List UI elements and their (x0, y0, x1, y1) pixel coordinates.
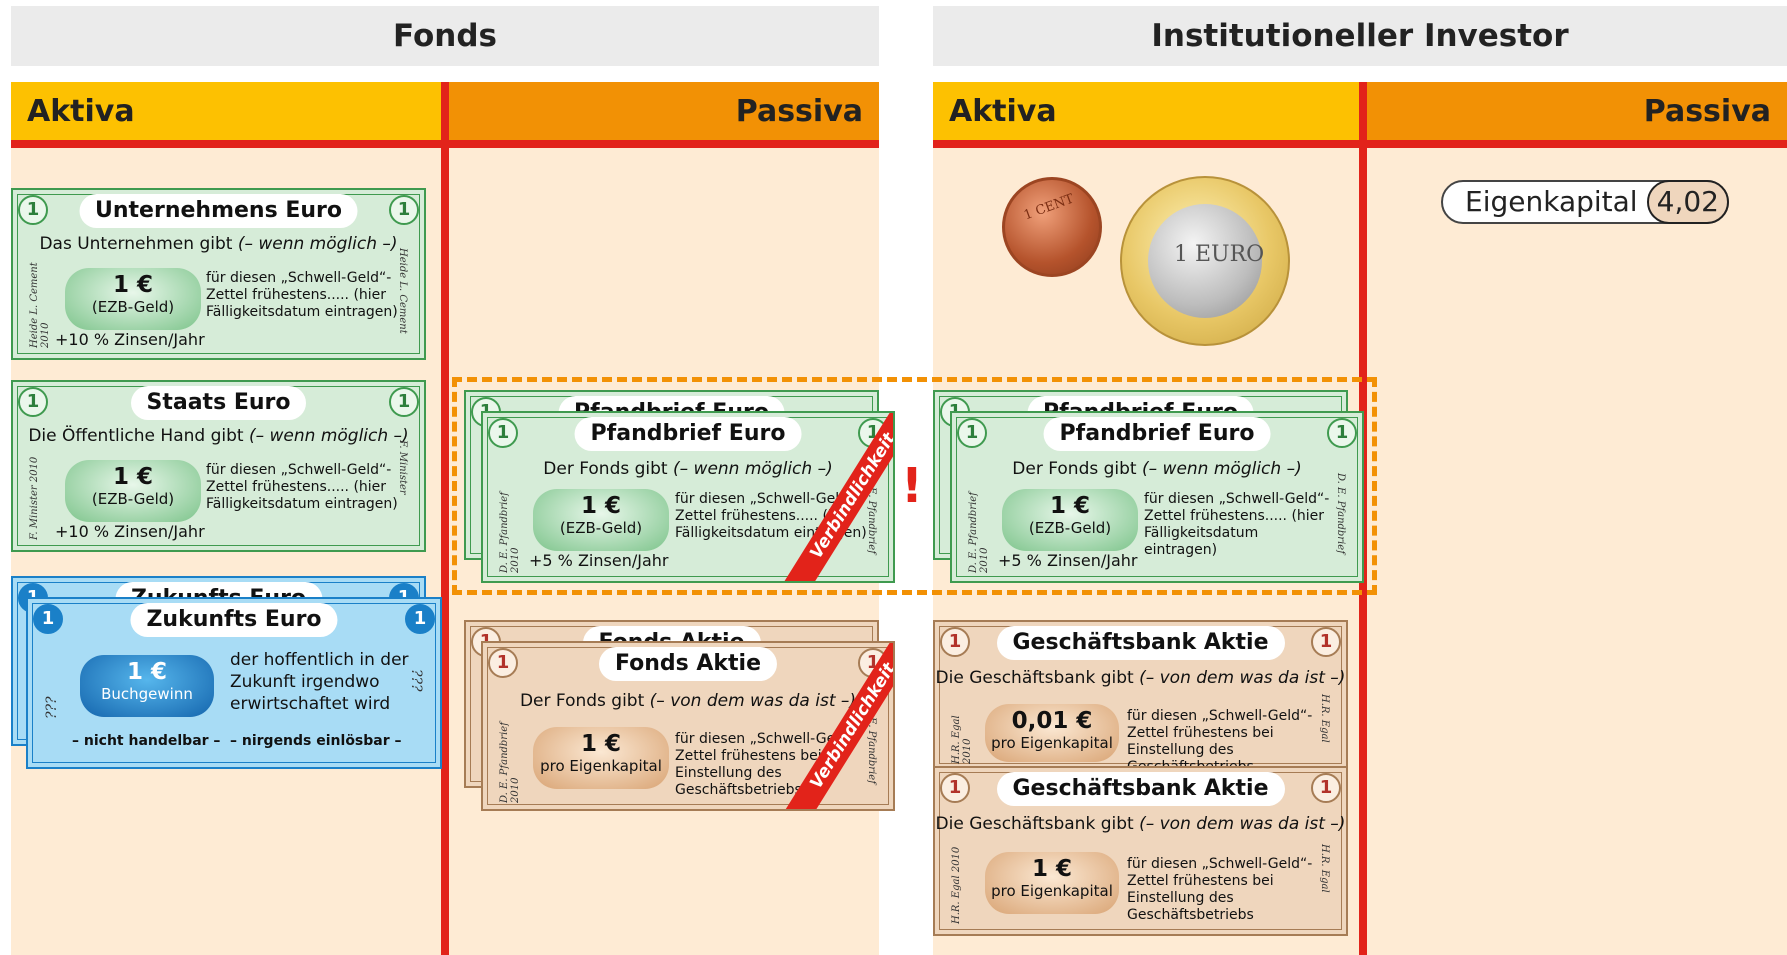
note-footer-left: – nicht handelbar – (72, 733, 221, 749)
note-signature: D. E. Pfandbrief (866, 473, 877, 554)
note-issuer-line: Der Fonds gibt (– wenn möglich –) (543, 459, 833, 479)
note-signature: F. Minister 2010 (29, 456, 40, 540)
investor-passiva-header: Passiva (1366, 82, 1787, 148)
eigenkapital-value: 4,02 (1646, 180, 1729, 224)
note-title: Unternehmens Euro (79, 194, 358, 228)
note-value-pill: 1 €pro Eigenkapital (533, 727, 669, 789)
fonds-divider (441, 82, 449, 955)
note-issuer-line: Der Fonds gibt (– wenn möglich –) (1012, 459, 1302, 479)
note-interest: +10 % Zinsen/Jahr (55, 330, 205, 349)
note-value-pill: 1 €(EZB-Geld) (65, 460, 201, 522)
note-issuer-line: Der Fonds gibt (– von dem was da ist –) (519, 691, 857, 711)
note-title: Geschäftsbank Aktie (996, 772, 1285, 806)
note-interest: +10 % Zinsen/Jahr (55, 522, 205, 541)
exclamation-mark: ! (901, 458, 923, 514)
note-title: Geschäftsbank Aktie (996, 626, 1285, 660)
note-title: Staats Euro (130, 386, 307, 420)
note-value-pill: 1 €(EZB-Geld) (533, 489, 669, 551)
cent-coin-icon: 1 CENT (1002, 177, 1102, 277)
note-signature: H.R. Egal 2010 (951, 846, 962, 924)
note-value-pill: 1 €Buchgewinn (80, 655, 214, 717)
fonds-aktie-note[interactable]: 1 1 Fonds Aktie Der Fonds gibt (– von de… (481, 641, 895, 811)
note-signature: D. E. Pfandbrief (866, 703, 877, 784)
geschaeftsbank-aktie-note[interactable]: 1 1 Geschäftsbank Aktie Die Geschäftsban… (933, 620, 1348, 775)
note-interest: +5 % Zinsen/Jahr (998, 551, 1138, 570)
highlight-dashed-box (452, 377, 1377, 595)
note-number-badge: 1 (488, 418, 518, 448)
note-number-badge: 1 (940, 773, 970, 803)
note-description: für diesen „Schwell-Geld“-Zettel frühest… (206, 462, 398, 512)
note-number-badge: 1 (1311, 773, 1341, 803)
note-signature: D. E. Pfandbrief (1335, 473, 1346, 554)
pfandbrief-note-investor[interactable]: 1 1 Pfandbrief Euro Der Fonds gibt (– we… (950, 411, 1364, 583)
note-number-badge: 1 (389, 195, 419, 225)
note-signature: Heide L. Cement 2010 (29, 262, 51, 348)
note-issuer-line: Die Geschäftsbank gibt (– von dem was da… (935, 814, 1346, 834)
note-number-badge: 1 (18, 195, 48, 225)
note-value-pill: 1 €(EZB-Geld) (1002, 489, 1138, 551)
zukunfts-euro-note[interactable]: 1 1 Zukunfts Euro ??? ??? 1 €Buchgewinn … (26, 597, 442, 769)
note-number-badge: 1 (488, 648, 518, 678)
pfandbrief-note-fonds[interactable]: 1 1 Pfandbrief Euro Der Fonds gibt (– we… (481, 411, 895, 583)
note-title: Pfandbrief Euro (574, 417, 802, 451)
note-description: für diesen „Schwell-Geld“-Zettel frühest… (675, 731, 861, 798)
note-signature: H.R. Egal 2010 (951, 715, 973, 764)
note-signature: ??? (408, 669, 424, 692)
fonds-aktiva-header: Aktiva (11, 82, 442, 148)
fonds-passiva-header: Passiva (448, 82, 879, 148)
note-footer-right: – nirgends einlösbar – (230, 733, 402, 749)
note-title: Zukunfts Euro (130, 603, 338, 637)
note-number-badge: 1 (957, 418, 987, 448)
investor-aktiva-header: Aktiva (933, 82, 1360, 148)
note-title: Fonds Aktie (598, 647, 778, 681)
note-value-pill: 0,01 €pro Eigenkapital (985, 704, 1119, 762)
note-number-badge: 1 (18, 387, 48, 417)
euro-coin-icon: 1 EURO (1120, 176, 1290, 346)
euro-coin-center (1148, 204, 1262, 318)
note-signature: F. Minister (397, 440, 408, 495)
note-issuer-line: Die Öffentliche Hand gibt (– wenn möglic… (28, 426, 409, 446)
staats-euro-note[interactable]: 1 1 Staats Euro Die Öffentliche Hand gib… (11, 380, 426, 552)
note-signature: Heide L. Cement (397, 248, 408, 334)
note-number-badge: 1 (33, 604, 63, 634)
note-value-pill: 1 €pro Eigenkapital (985, 852, 1119, 914)
note-interest: +5 % Zinsen/Jahr (529, 551, 669, 570)
note-description: für diesen „Schwell-Geld“-Zettel frühest… (206, 270, 398, 320)
note-issuer-line: Das Unternehmen gibt (– wenn möglich –) (39, 234, 398, 254)
eigenkapital-box: Eigenkapital 4,02 (1441, 180, 1729, 224)
note-signature: D. E. Pfandbrief 2010 (499, 722, 521, 803)
note-signature: H.R. Egal (1319, 694, 1330, 743)
fonds-header: Fonds (11, 6, 879, 66)
note-signature: D. E. Pfandbrief 2010 (499, 492, 521, 573)
investor-header: Institutioneller Investor (933, 6, 1787, 66)
note-description: für diesen „Schwell-Geld“-Zettel frühest… (1127, 856, 1313, 923)
unternehmens-euro-note[interactable]: 1 1 Unternehmens Euro Das Unternehmen gi… (11, 188, 426, 360)
note-number-badge: 1 (405, 604, 435, 634)
note-signature: D. E. Pfandbrief 2010 (968, 492, 990, 573)
geschaeftsbank-aktie-note[interactable]: 1 1 Geschäftsbank Aktie Die Geschäftsban… (933, 766, 1348, 936)
note-signature: ??? (44, 696, 60, 719)
note-value-pill: 1 €(EZB-Geld) (65, 268, 201, 330)
note-title: Pfandbrief Euro (1043, 417, 1271, 451)
note-number-badge: 1 (389, 387, 419, 417)
note-number-badge: 1 (940, 627, 970, 657)
note-number-badge: 1 (1311, 627, 1341, 657)
note-signature: H.R. Egal (1319, 844, 1330, 893)
note-description: der hoffentlich in der Zukunft irgendwo … (230, 650, 409, 714)
note-description: für diesen „Schwell-Geld“-Zettel frühest… (1144, 491, 1330, 558)
note-number-badge: 1 (1327, 418, 1357, 448)
note-issuer-line: Die Geschäftsbank gibt (– von dem was da… (935, 668, 1346, 688)
